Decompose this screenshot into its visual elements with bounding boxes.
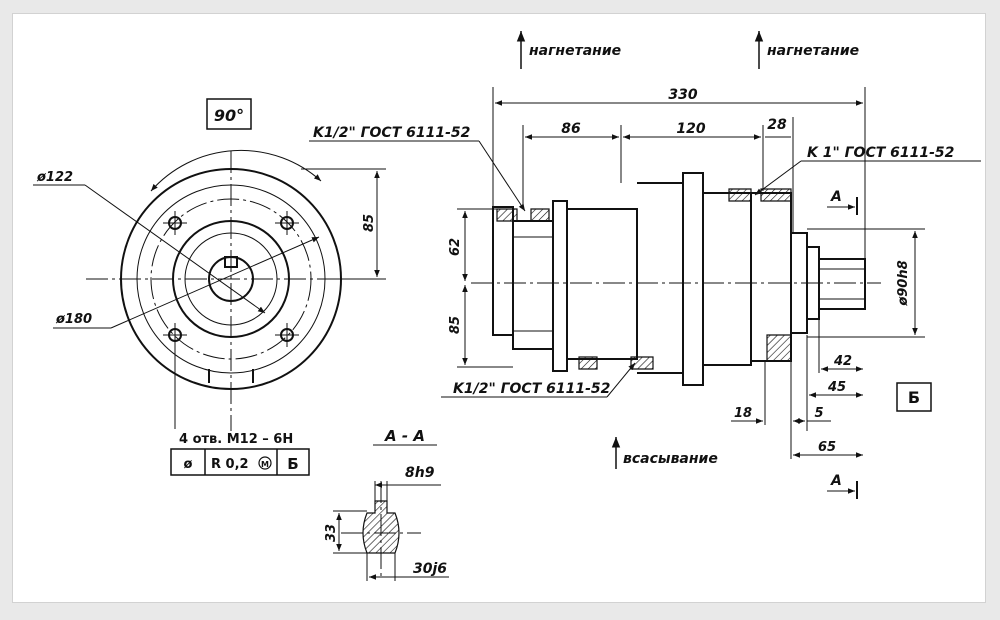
svg-text:ø: ø	[184, 457, 193, 472]
section-title: А - А	[384, 427, 425, 445]
svg-text:Б: Б	[287, 455, 298, 473]
dim-65: 65	[818, 440, 836, 455]
dim-45: 45	[827, 380, 846, 395]
discharge-right-label: нагнетание	[767, 43, 859, 59]
dim-120: 120	[676, 121, 705, 137]
side-view: 330 86 120 28 K1/2" ГОСТ 6111-52 K 1" ГО…	[309, 87, 981, 499]
dim-62: 62	[448, 238, 463, 256]
key-width-label: 8h9	[405, 465, 435, 481]
angle-label: 90°	[214, 106, 244, 125]
svg-text:M: M	[261, 460, 269, 469]
dim-86: 86	[561, 121, 581, 137]
front-dim-85: 85	[362, 214, 377, 232]
shaft-end	[818, 258, 866, 310]
discharge-left-label: нагнетание	[529, 43, 621, 59]
port-top-right: K 1" ГОСТ 6111-52	[807, 145, 954, 161]
tolerance-frame: ø R 0,2 M Б	[170, 448, 310, 476]
dia-122-label: ø122	[36, 170, 73, 185]
front-view: 90° 85 ø122 ø180 4 отв. М12 – 6Н ø R 0,2…	[33, 98, 386, 476]
dim-28: 28	[767, 117, 787, 133]
shaft-fit-label: 30j6	[413, 561, 447, 577]
technical-drawing: 90° 85 ø122 ø180 4 отв. М12 – 6Н ø R 0,2…	[33, 31, 981, 581]
svg-text:R 0,2: R 0,2	[211, 457, 249, 472]
section-height-label: 33	[324, 524, 339, 542]
shaft-dia-label: ø90h8	[896, 260, 911, 306]
dim-42: 42	[833, 354, 852, 369]
bolt-holes	[163, 211, 299, 347]
dim-330: 330	[668, 87, 697, 103]
port-top-left: K1/2" ГОСТ 6111-52	[313, 125, 470, 141]
suction-label: всасывание	[623, 451, 718, 467]
datum-b-box	[896, 382, 932, 412]
datum-b-label: Б	[908, 388, 920, 407]
section-mark-bottom: А	[830, 473, 842, 489]
center-flange	[682, 172, 704, 386]
left-flange	[552, 200, 568, 372]
dia-180-label: ø180	[55, 312, 92, 327]
dim-5: 5	[814, 406, 823, 421]
dim-18: 18	[734, 406, 752, 421]
holes-note: 4 отв. М12 – 6Н	[179, 432, 293, 447]
section-aa: А - А 8h9 33 30j6	[324, 427, 449, 581]
dim-85: 85	[448, 316, 463, 334]
drawing-sheet: 90° 85 ø122 ø180 4 отв. М12 – 6Н ø R 0,2…	[12, 13, 986, 603]
port-bottom: K1/2" ГОСТ 6111-52	[453, 381, 610, 397]
section-mark-top: А	[830, 189, 842, 205]
flow-arrows: нагнетание нагнетание всасывание	[516, 31, 859, 469]
